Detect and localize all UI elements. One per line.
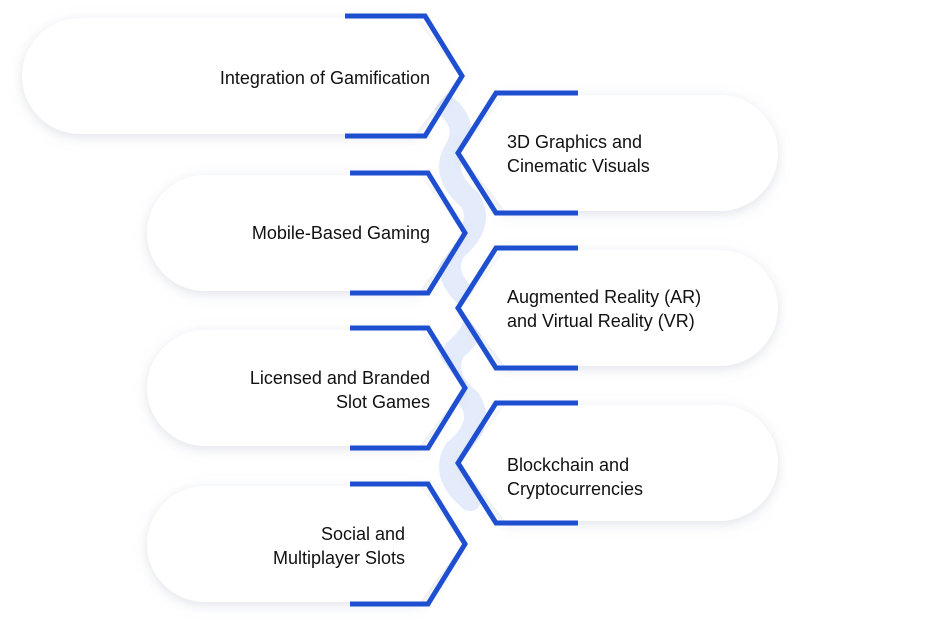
label-mobile-based-gaming: Mobile-Based Gaming	[251, 223, 430, 243]
card-augmented-reality-and-virtual-reality	[455, 245, 778, 371]
card-3d-graphics-and-cinematic-visuals	[455, 90, 778, 216]
label-social-and-multiplayer-slots: Social and Multiplayer Slots	[272, 524, 405, 568]
card-social-and-multiplayer-slots	[147, 481, 468, 607]
label-licensed-and-branded-slot-games: Licensed and Branded Slot Games	[249, 368, 430, 412]
card-licensed-and-branded-slot-games	[147, 325, 468, 451]
card-integration-of-gamification	[22, 13, 465, 139]
card-mobile-based-gaming	[147, 170, 468, 296]
label-augmented-reality-and-virtual-reality: Augmented Reality (AR) and Virtual Reali…	[507, 287, 702, 331]
label-3d-graphics-and-cinematic-visuals: 3D Graphics and Cinematic Visuals	[507, 132, 650, 176]
label-blockchain-and-cryptocurrencies: Blockchain and Cryptocurrencies	[507, 455, 644, 499]
label-integration-of-gamification: Integration of Gamification	[219, 68, 430, 88]
card-blockchain-and-cryptocurrencies	[455, 400, 778, 526]
